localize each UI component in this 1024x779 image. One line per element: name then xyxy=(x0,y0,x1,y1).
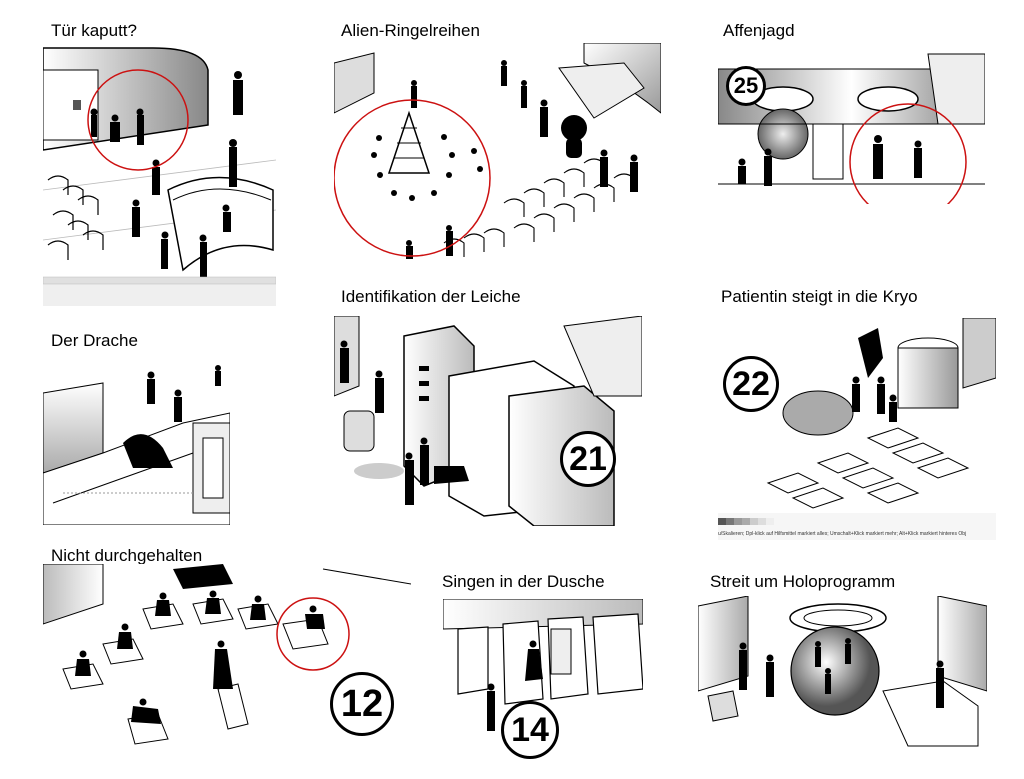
panel-streit-um-holoprogramm xyxy=(698,596,987,764)
scene-illustration xyxy=(698,596,987,747)
scene-illustration xyxy=(43,365,230,525)
scene-illustration xyxy=(443,599,643,731)
panel-alien-ringelreihen xyxy=(334,43,661,259)
highlight-circle xyxy=(276,597,350,671)
panel-singen-in-der-dusche: 14 xyxy=(443,599,643,759)
panel-title-patientin-steigt-in-die-kryo: Patientin steigt in die Kryo xyxy=(721,287,918,306)
scene-illustration xyxy=(43,47,276,306)
number-badge: 22 xyxy=(723,356,779,412)
scene-illustration xyxy=(718,53,985,204)
panel-title-identifikation-der-leiche: Identifikation der Leiche xyxy=(341,287,521,306)
number-badge: 21 xyxy=(560,431,616,487)
scene-illustration xyxy=(718,318,996,540)
number-badge: 25 xyxy=(726,66,766,106)
highlight-circle xyxy=(334,99,491,257)
panel-title-streit-um-holoprogramm: Streit um Holoprogramm xyxy=(710,572,896,591)
panel-tuer-kaputt xyxy=(43,40,276,306)
highlight-circle xyxy=(87,69,189,171)
scene-illustration xyxy=(334,43,661,259)
panel-der-drache xyxy=(43,353,230,525)
panel-identifikation-der-leiche: 21 xyxy=(334,316,642,526)
scene-illustration xyxy=(43,564,411,745)
panel-affenjagd: 25 xyxy=(718,44,985,204)
number-badge: 12 xyxy=(330,672,394,736)
panel-title-der-drache: Der Drache xyxy=(51,331,138,350)
panel-patientin-steigt-in-die-kryo: 22 u/Skalieren; Dpl-klick auf Hilfsmitte… xyxy=(718,318,996,540)
number-badge: 14 xyxy=(501,701,559,759)
highlight-circle xyxy=(849,103,967,204)
panel-title-affenjagd: Affenjagd xyxy=(723,21,795,40)
panel-nicht-durchgehalten: 12 xyxy=(43,564,411,764)
panel-title-singen-in-der-dusche: Singen in der Dusche xyxy=(442,572,605,591)
scene-illustration xyxy=(334,316,642,526)
panel-title-nicht-durchgehalten: Nicht durchgehalten xyxy=(51,546,203,565)
panel-title-tuer-kaputt: Tür kaputt? xyxy=(51,21,137,40)
panel-title-alien-ringelreihen: Alien-Ringelreihen xyxy=(341,21,480,40)
status-bar-text: u/Skalieren; Dpl-klick auf Hilfsmittel m… xyxy=(718,531,967,537)
